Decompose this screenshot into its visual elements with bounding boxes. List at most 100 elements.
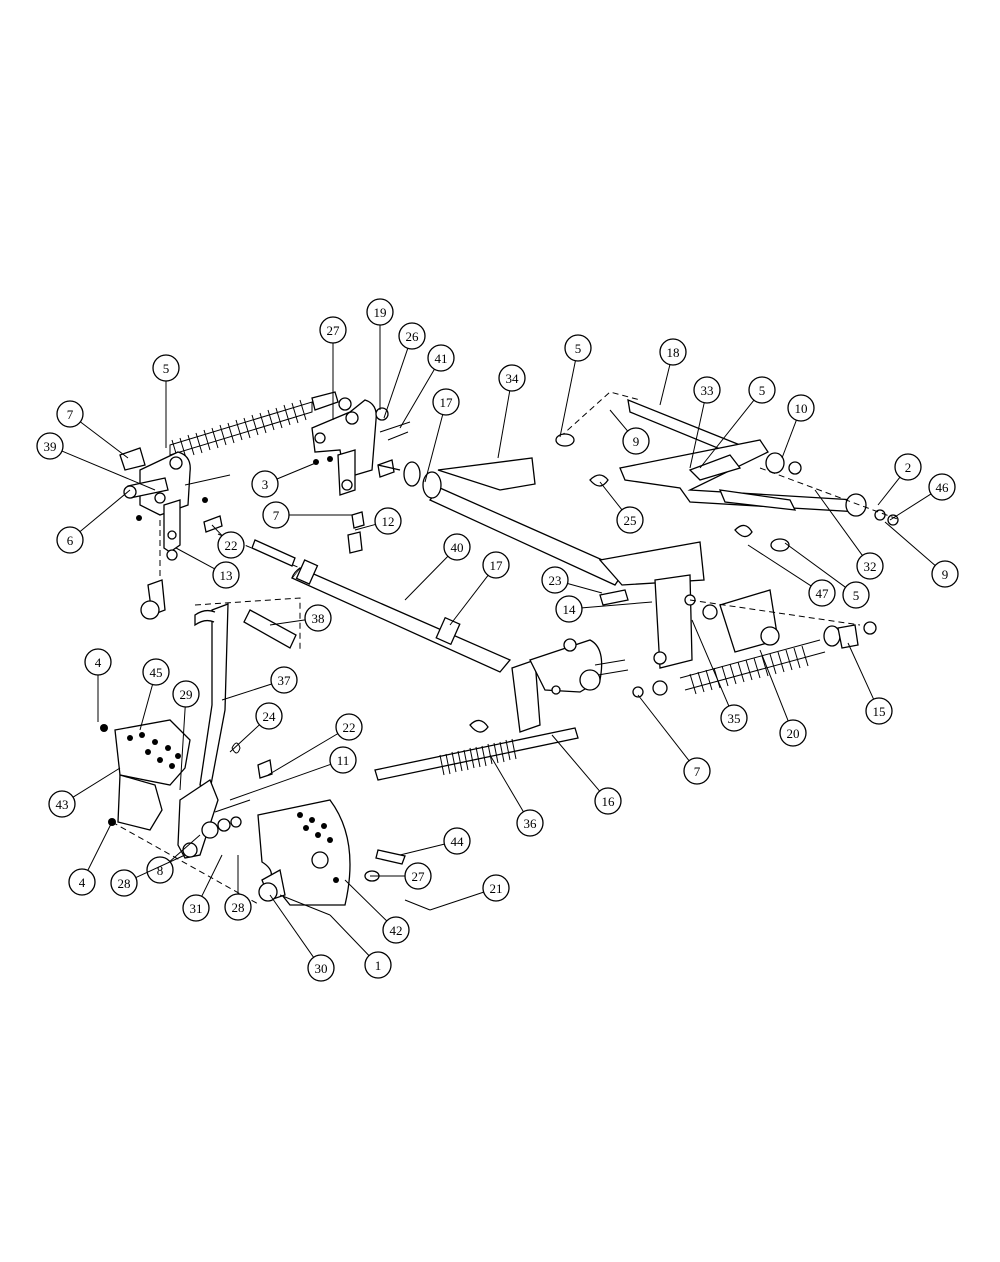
callout-c8: 8	[146, 834, 201, 884]
callout-number: 30	[315, 961, 328, 976]
callout-number: 34	[506, 371, 520, 386]
leader-line	[276, 461, 319, 480]
callout-circle	[364, 951, 392, 979]
leader-line	[80, 421, 129, 459]
lower-center-bracket	[469, 638, 629, 733]
callout-circle	[319, 316, 347, 344]
callout-number: 8	[157, 863, 164, 878]
callout-number: 4	[95, 655, 102, 670]
callout-c28b: 28	[224, 855, 252, 921]
leader-line	[269, 894, 314, 958]
leader-line	[269, 619, 306, 626]
callout-c38: 38	[269, 604, 332, 632]
callout-circle	[856, 552, 884, 580]
leader-line	[175, 547, 215, 570]
callout-c13: 13	[175, 547, 240, 589]
callout-c14: 14	[555, 595, 653, 623]
callout-c22a: 22	[211, 524, 245, 559]
callout-circle	[217, 531, 245, 559]
callout-number: 7	[694, 764, 701, 779]
callout-number: 28	[118, 876, 131, 891]
callout-number: 5	[163, 361, 170, 376]
callout-c21: 21	[429, 874, 510, 911]
callout-number: 4	[79, 875, 86, 890]
callout-circle	[48, 790, 76, 818]
callout-number: 22	[343, 720, 356, 735]
leader-line	[429, 891, 484, 911]
callout-number: 6	[67, 533, 74, 548]
callout-number: 23	[549, 573, 562, 588]
callout-number: 31	[190, 901, 203, 916]
callout-c4b: 4	[68, 821, 113, 896]
callout-circle	[683, 757, 711, 785]
callout-circle	[172, 680, 200, 708]
callout-c23: 23	[541, 566, 603, 594]
leader-line	[581, 601, 653, 609]
callout-c6: 6	[56, 489, 131, 554]
callout-c12: 12	[354, 507, 402, 535]
callout-c5d: 5	[784, 542, 870, 609]
leader-line	[329, 914, 370, 956]
callout-number: 18	[667, 345, 680, 360]
callout-circle	[374, 507, 402, 535]
callout-c9a: 9	[609, 409, 650, 455]
right-spring-assembly	[599, 574, 877, 698]
callout-circle	[865, 697, 893, 725]
callout-c2: 2	[877, 453, 922, 506]
callout-c34: 34	[497, 364, 526, 459]
callout-circle	[516, 809, 544, 837]
callout-c18: 18	[659, 338, 687, 406]
callout-c31: 31	[182, 854, 223, 922]
leader-line	[399, 368, 435, 429]
leader-line	[689, 402, 705, 469]
callout-circle	[398, 322, 426, 350]
callout-circle	[498, 364, 526, 392]
callout-c1: 1	[329, 914, 392, 979]
leader-line	[221, 683, 272, 701]
leader-line	[489, 754, 524, 813]
callout-c35: 35	[691, 619, 748, 732]
leader-line	[784, 542, 846, 588]
leader-line	[211, 524, 223, 536]
callout-c20: 20	[759, 649, 807, 747]
callout-c17a: 17	[424, 388, 460, 483]
leader-line	[747, 544, 812, 587]
callout-c33: 33	[689, 376, 721, 469]
callout-circle	[808, 579, 836, 607]
callout-number: 10	[795, 401, 808, 416]
callout-circle	[110, 869, 138, 897]
center-bracket-assembly	[311, 397, 411, 554]
leader-line	[884, 521, 936, 566]
threaded-rod-36	[374, 727, 579, 781]
leader-line	[87, 821, 113, 871]
leader-line	[404, 555, 449, 601]
callout-c5a: 5	[152, 354, 180, 448]
callout-circle	[335, 713, 363, 741]
callout-number: 2	[905, 460, 912, 475]
callout-number: 13	[220, 568, 233, 583]
callout-number: 1	[375, 958, 382, 973]
leader-line	[424, 414, 444, 483]
callout-circle	[307, 954, 335, 982]
leader-line	[759, 649, 789, 722]
callout-circle	[564, 334, 592, 362]
callout-circle	[555, 595, 583, 623]
callout-number: 20	[787, 726, 800, 741]
callout-circle	[594, 787, 622, 815]
callout-number: 12	[382, 514, 395, 529]
callout-circle	[382, 916, 410, 944]
callout-number: 7	[67, 407, 74, 422]
callout-number: 5	[759, 383, 766, 398]
leader-line	[135, 854, 186, 879]
callout-c11: 11	[229, 746, 357, 801]
leader-line	[691, 619, 730, 707]
leader-line	[72, 767, 121, 798]
callout-circle	[432, 388, 460, 416]
callout-number: 17	[490, 558, 504, 573]
leader-line	[399, 843, 445, 856]
leader-line	[877, 476, 901, 506]
leader-line	[449, 575, 489, 626]
callout-circle	[443, 533, 471, 561]
callout-number: 44	[451, 834, 465, 849]
callout-number: 7	[273, 508, 280, 523]
